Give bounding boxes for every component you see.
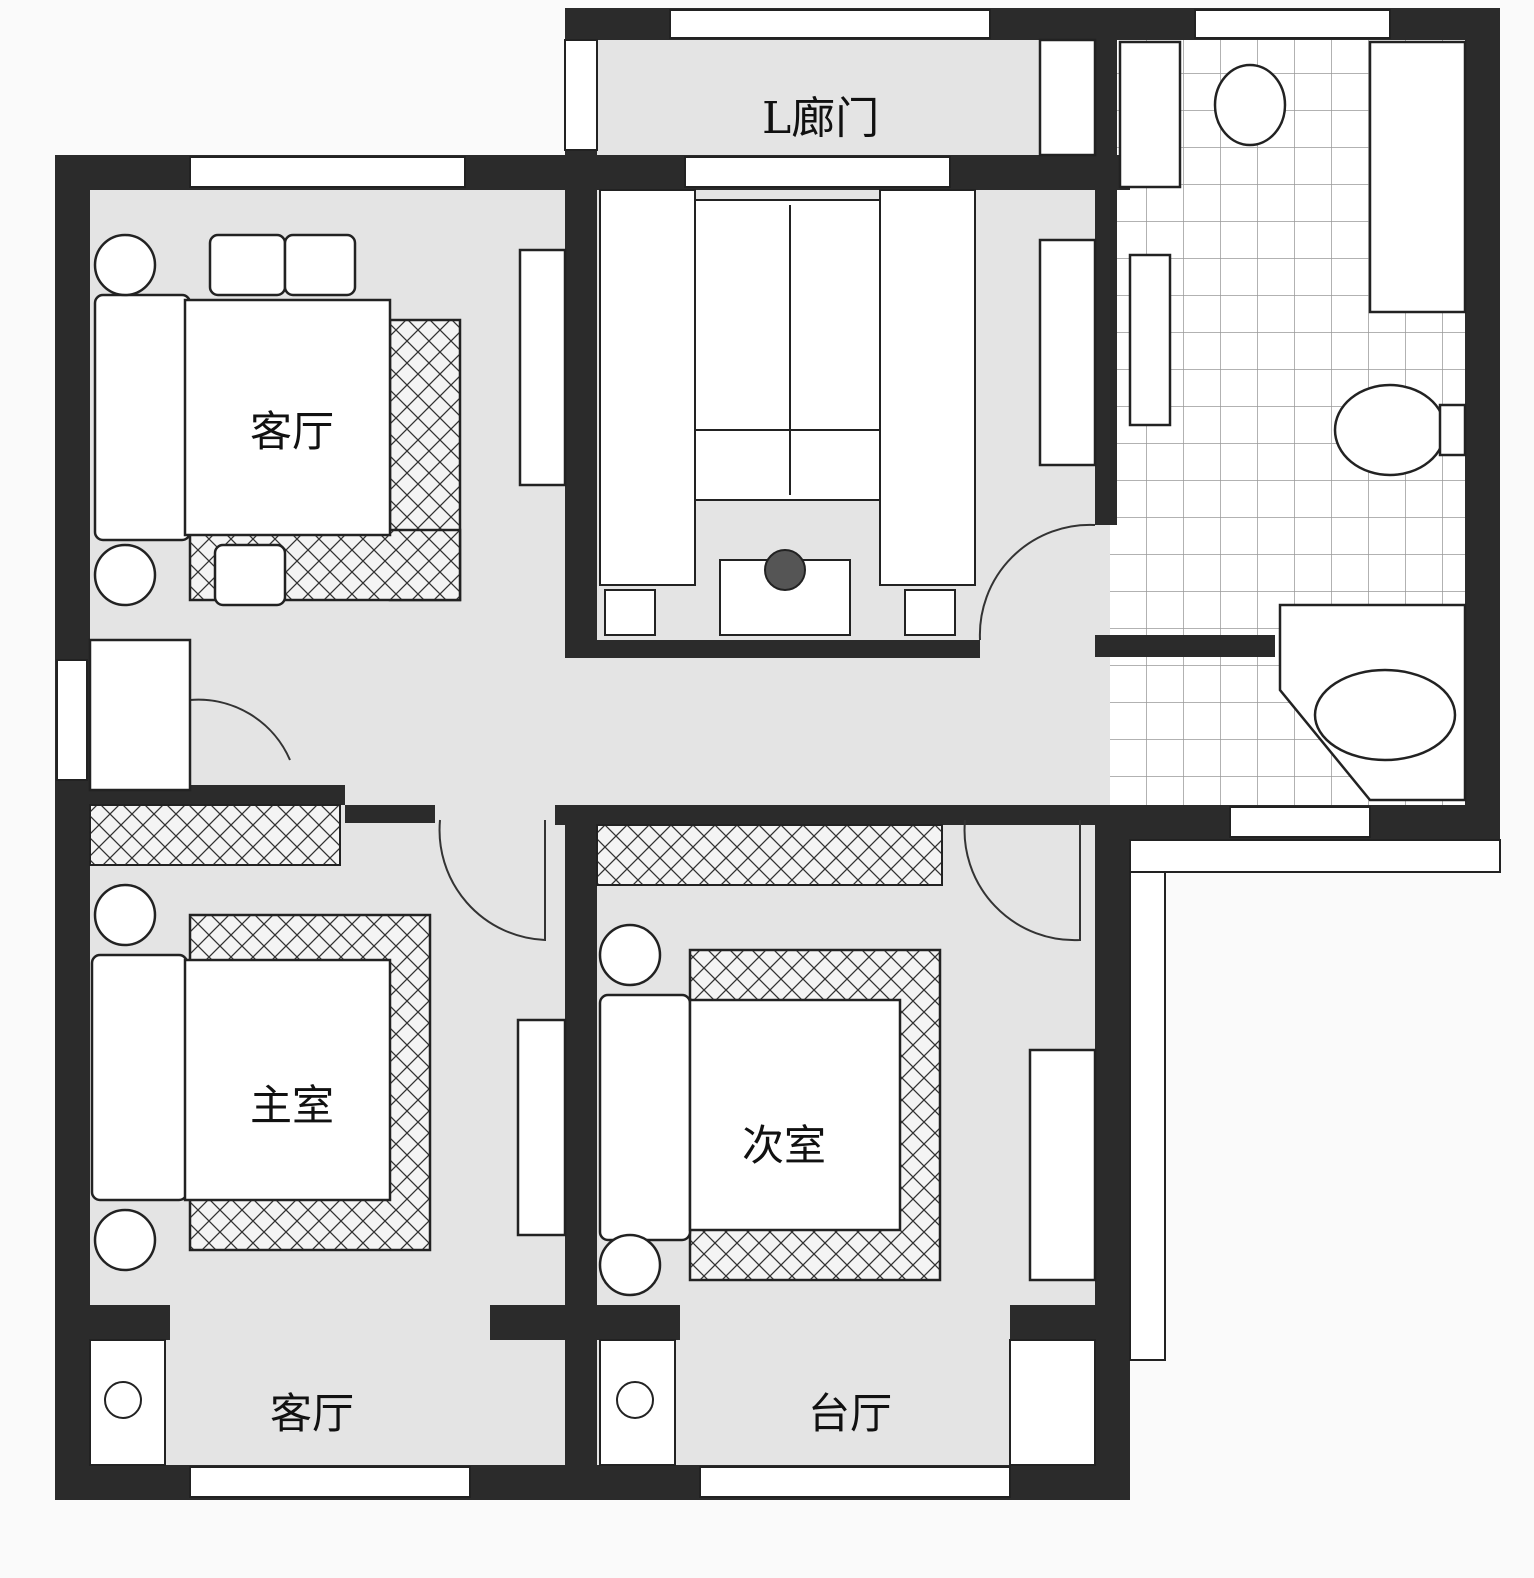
balcony-fixtures [89, 1339, 1096, 1466]
second-bedroom-label: 次室 [742, 1121, 827, 1170]
wardrobes [89, 804, 943, 886]
dining-furniture [599, 189, 976, 636]
living-room-furniture [88, 233, 1172, 792]
bathroom-fixtures [1038, 38, 1467, 802]
master-bed [90, 883, 567, 1272]
master-bedroom-label: 主室 [250, 1081, 335, 1130]
corridor-door-label: L廊门 [762, 93, 880, 144]
bottom-right-balcony-label: 台厅 [808, 1389, 893, 1438]
second-bed [598, 923, 1097, 1297]
door-swings [189, 523, 1096, 942]
windows [56, 9, 1501, 1498]
bottom-left-balcony-label: 客厅 [270, 1389, 355, 1438]
living-room-label: 客厅 [250, 407, 335, 456]
